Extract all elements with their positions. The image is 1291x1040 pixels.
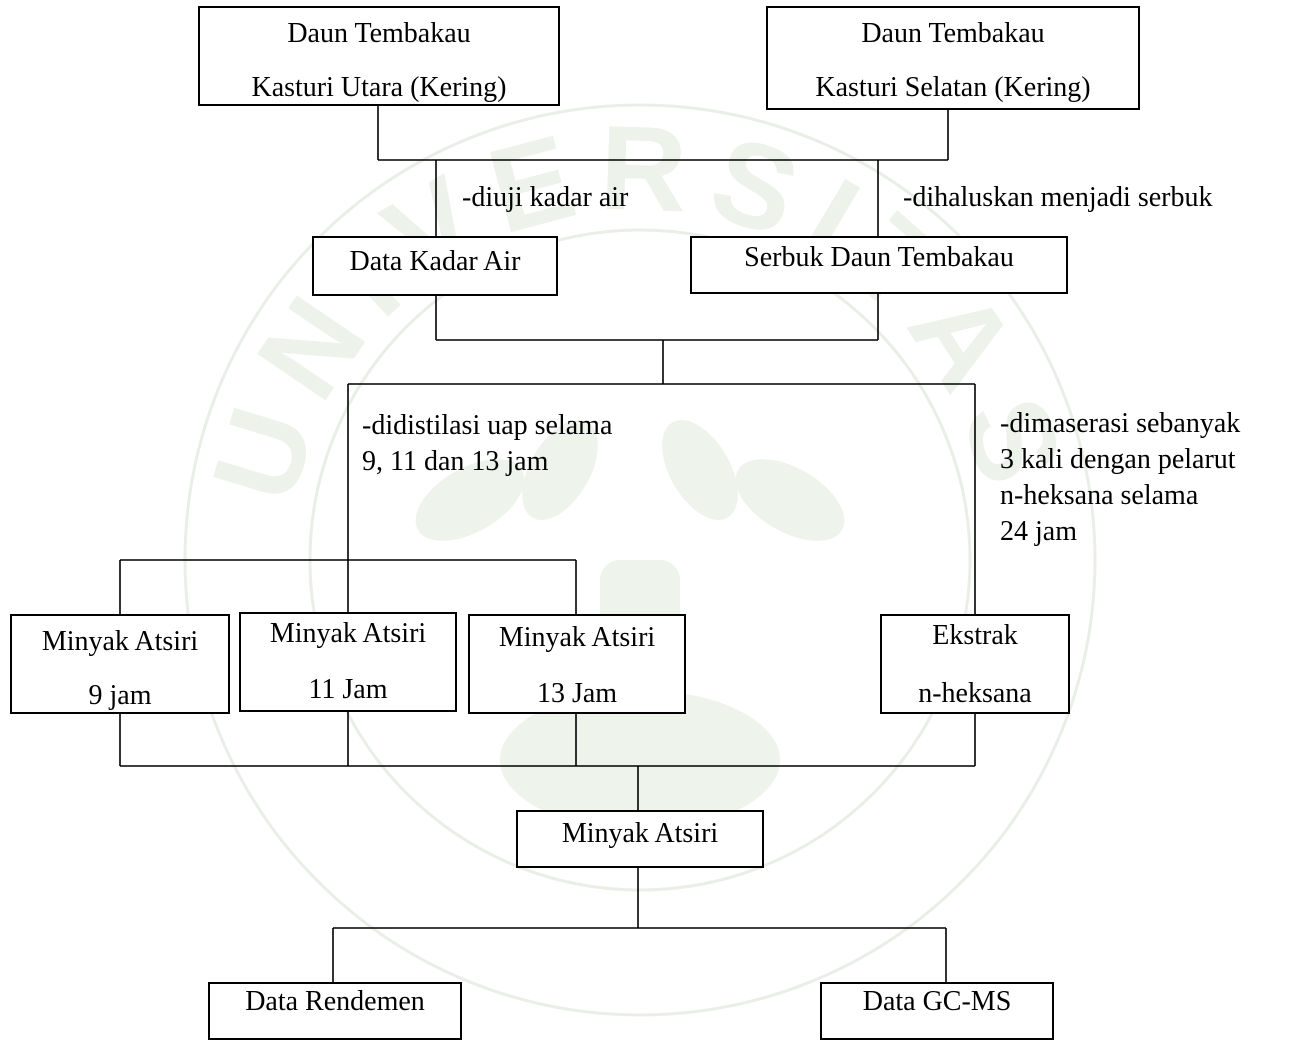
node-label: Minyak Atsiri [498, 622, 656, 653]
node-label: 13 Jam [536, 678, 618, 709]
node-label: Kasturi Selatan (Kering) [815, 72, 1091, 103]
node-data-rendemen: Data Rendemen [208, 982, 462, 1040]
note-line: 24 jam [1000, 516, 1077, 547]
note-line: -diuji kadar air [462, 182, 629, 213]
node-minyak-atsiri-13-jam: Minyak Atsiri 13 Jam [468, 614, 686, 714]
node-minyak-atsiri-11-jam: Minyak Atsiri 11 Jam [239, 612, 457, 712]
note-line: -didistilasi uap selama [362, 410, 613, 441]
node-data-kadar-air: Data Kadar Air [312, 236, 558, 296]
note-line: -dimaserasi sebanyak [1000, 408, 1241, 439]
note-didistilasi: -didistilasi uap selama 9, 11 dan 13 jam [362, 408, 612, 480]
node-label: 9 jam [88, 680, 152, 711]
note-line: 9, 11 dan 13 jam [362, 446, 549, 477]
node-minyak-atsiri: Minyak Atsiri [516, 810, 764, 868]
note-dimaserasi: -dimaserasi sebanyak 3 kali dengan pelar… [1000, 406, 1240, 550]
node-label: Data Kadar Air [349, 246, 521, 277]
node-label: Data GC-MS [862, 986, 1012, 1017]
note-line: n-heksana selama [1000, 480, 1199, 511]
note-line: 3 kali dengan pelarut [1000, 444, 1236, 475]
note-line: -dihaluskan menjadi serbuk [903, 182, 1213, 213]
node-kasturi-selatan: Daun Tembakau Kasturi Selatan (Kering) [766, 6, 1140, 110]
node-label: Data Rendemen [245, 986, 425, 1017]
node-minyak-atsiri-9-jam: Minyak Atsiri 9 jam [10, 614, 230, 714]
node-label: 11 Jam [308, 674, 388, 705]
node-label: Serbuk Daun Tembakau [744, 242, 1014, 273]
node-label: Daun Tembakau [287, 18, 471, 49]
note-dihaluskan: -dihaluskan menjadi serbuk [903, 180, 1212, 216]
note-diuji-kadar-air: -diuji kadar air [462, 180, 628, 216]
node-serbuk-daun-tembakau: Serbuk Daun Tembakau [690, 236, 1068, 294]
node-label: Ekstrak [932, 620, 1018, 651]
node-label: Minyak Atsiri [561, 818, 719, 849]
node-kasturi-utara: Daun Tembakau Kasturi Utara (Kering) [198, 6, 560, 106]
node-ekstrak-n-heksana: Ekstrak n-heksana [880, 614, 1070, 714]
node-label: Kasturi Utara (Kering) [251, 72, 507, 103]
node-label: Daun Tembakau [861, 18, 1045, 49]
node-label: Minyak Atsiri [41, 626, 199, 657]
node-data-gc-ms: Data GC-MS [820, 982, 1054, 1040]
node-label: n-heksana [918, 678, 1032, 709]
node-label: Minyak Atsiri [269, 618, 427, 649]
